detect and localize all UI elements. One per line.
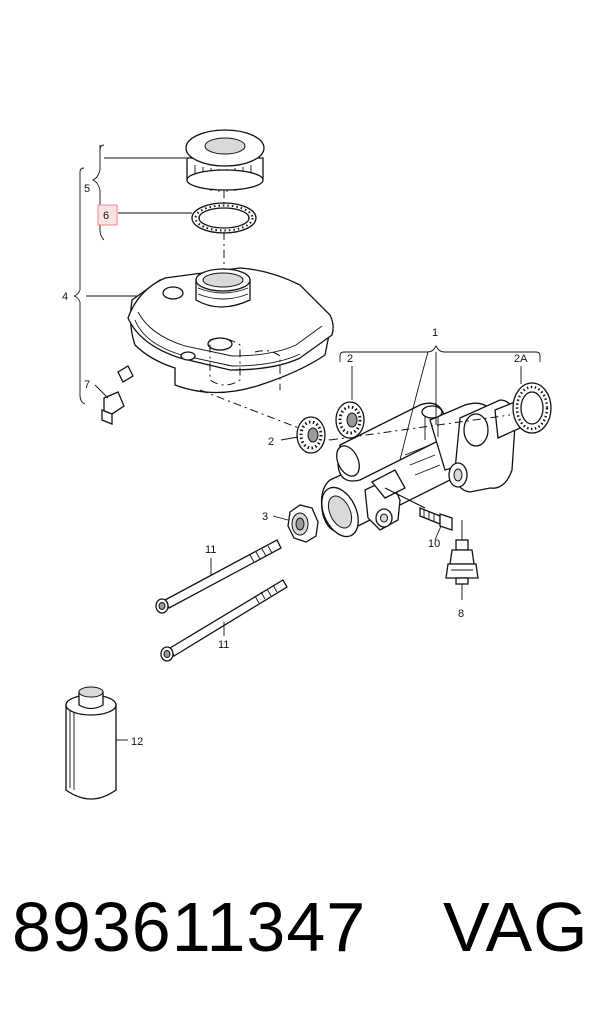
label-brackets-left [73,144,192,405]
brake-fluid-reservoir [127,267,334,394]
bolt-10 [419,507,453,531]
highlight-box [97,204,118,226]
label-8: 8 [458,608,464,620]
level-sensor [94,365,134,425]
leader-lines [116,344,541,741]
label-10: 10 [428,538,440,550]
label-11-lower: 11 [218,639,229,651]
label-1: 1 [432,327,438,339]
gasket-2a [512,382,552,434]
brake-fluid-bottle [65,686,117,800]
long-bolt-lower [160,579,288,662]
label-3: 3 [262,511,268,523]
grommet-lower [296,416,326,454]
label-11-upper: 11 [205,544,216,556]
part-labels: 1 2 2A 2 3 4 5 6 7 8 10 11 11 12 [62,183,528,748]
pressure-sensor [445,520,479,600]
part-number: 893611347 [12,888,367,966]
reservoir-cap [185,129,265,192]
label-6: 6 [103,210,109,222]
label-2-lower: 2 [268,436,274,448]
label-2-upper: 2 [347,353,353,365]
brand-name: VAG [443,888,589,966]
long-bolt-upper [155,539,282,614]
screw-plug [287,504,319,543]
label-7: 7 [84,379,90,391]
footer: 893611347 VAG [0,880,600,1018]
label-2a: 2A [514,353,528,365]
brake-master-cylinder [199,389,541,538]
label-4: 4 [62,291,68,303]
exploded-parts-diagram: 1 2 2A 2 3 4 5 6 7 8 10 11 11 12 [62,129,552,800]
seal-ring [191,202,257,234]
label-12: 12 [131,736,143,748]
label-5: 5 [84,183,90,195]
grommet-upper [335,401,365,439]
